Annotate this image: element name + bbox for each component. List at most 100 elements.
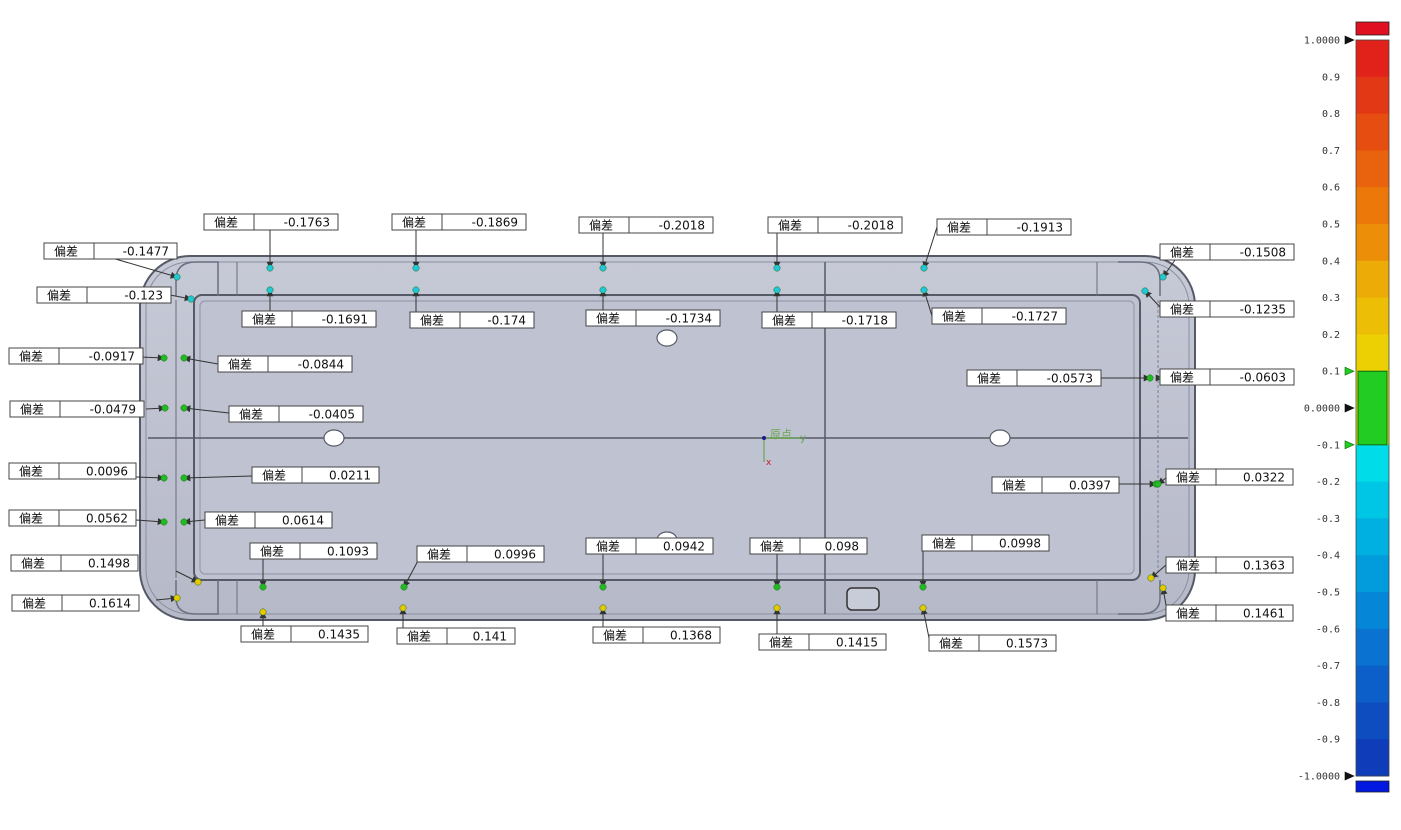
measurement-point: [180, 518, 188, 526]
colorbar-segment: [1356, 628, 1389, 667]
callout-label: 偏差: [596, 311, 620, 326]
colorbar-segment: [1356, 592, 1389, 630]
callout-value: 0.0322: [1243, 471, 1285, 485]
part-outer-rim: [145, 261, 1190, 615]
deviation-callout: 偏差-0.1869: [391, 213, 527, 231]
measurement-point: [412, 264, 420, 272]
callout-box: [592, 626, 721, 644]
callout-box: [241, 310, 377, 328]
callout-box: [991, 476, 1120, 494]
deviation-callout: 偏差-0.0479: [9, 400, 145, 418]
deviation-callout: 偏差 -0.1734: [585, 309, 721, 327]
callout-box: [416, 545, 545, 563]
callout-label: 偏差: [252, 312, 276, 327]
leader-line: [1162, 259, 1176, 278]
measurement-point: [1159, 273, 1167, 281]
measurement-point: [1159, 584, 1167, 592]
callout-value: -0.1763: [284, 216, 330, 230]
callout-value: 0.0942: [663, 540, 705, 554]
colorbar-tick-label: 0.1: [1322, 367, 1340, 378]
callout-box: [749, 537, 868, 555]
callout-label: 偏差: [20, 402, 44, 417]
colorbar-marker-arrow: [1344, 440, 1355, 450]
callout-box: [391, 213, 527, 231]
callout-box: [43, 242, 178, 260]
callout-label: 偏差: [19, 349, 43, 364]
deviation-callout: 偏差-0.174: [409, 311, 535, 329]
leader-lines: [111, 226, 1176, 644]
callout-label: 偏差: [260, 544, 284, 559]
leader-line: [183, 405, 230, 414]
colorbar-tick-label: -0.4: [1316, 551, 1340, 562]
callout-label: 偏差: [603, 628, 627, 643]
callout-box: [11, 594, 140, 612]
callout-label: 偏差: [939, 636, 963, 651]
callout-box: [966, 369, 1102, 387]
measurement-point: [173, 594, 181, 602]
colorbar-segment: [1356, 481, 1389, 519]
callout-box: [204, 511, 333, 529]
colorbar-tick-label: -0.3: [1316, 514, 1340, 525]
callout-label: 偏差: [1002, 478, 1026, 493]
measurement-point: [160, 354, 168, 362]
callout-value: 0.1435: [318, 628, 360, 642]
callout-value: -0.0405: [309, 408, 355, 422]
deviation-callout: 偏差-0.0405: [228, 405, 364, 423]
axis-x-label: x: [766, 458, 772, 468]
leader-line: [155, 595, 178, 603]
leader-line: [183, 474, 253, 482]
callout-box: [578, 216, 714, 234]
callout-box: [767, 216, 903, 234]
corner-bracket-top-right: [1118, 261, 1161, 296]
tolerance-band: [1357, 370, 1388, 446]
colorbar-tick-label: -0.5: [1316, 588, 1340, 599]
deviation-callout: 偏差-0.1727: [931, 307, 1067, 325]
callout-box: [8, 509, 137, 527]
callout-box: [9, 400, 145, 418]
colorbar-tick-label: -0.2: [1316, 477, 1340, 488]
measurement-point: [1141, 287, 1149, 295]
deviation-callout: 偏差-0.2018: [767, 216, 903, 234]
colorbar-segment: [1356, 665, 1389, 703]
colorbar-tick-label: -0.9: [1316, 735, 1340, 746]
callout-box: [217, 355, 353, 373]
colorbar-marker-arrow: [1344, 35, 1355, 45]
deviation-callout: 偏差-0.0917: [8, 347, 144, 365]
colorbar-tick-label: 0.5: [1322, 220, 1340, 231]
leader-line: [183, 517, 206, 525]
callout-box: [1165, 604, 1294, 622]
callout-value: -0.1869: [472, 216, 518, 230]
callout-value: -0.1734: [666, 312, 712, 326]
callout-box: [240, 625, 369, 643]
callout-box: [228, 405, 364, 423]
deviation-callout: 偏差 0.1435: [240, 625, 369, 643]
callout-value: -0.0603: [1240, 371, 1286, 385]
callout-box: [409, 311, 535, 329]
callout-value: 0.1461: [1243, 607, 1285, 621]
deviation-callout: 偏差-0.123: [36, 286, 172, 304]
colorbar-segment: [1356, 555, 1389, 593]
callout-value: 0.0397: [1069, 479, 1111, 493]
callout-label: 偏差: [251, 627, 275, 642]
callout-box: [936, 218, 1072, 236]
colorbar-tick-label: -0.1: [1316, 440, 1340, 451]
deviation-callout: 偏差-0.2018: [578, 216, 714, 234]
measurement-point: [920, 286, 928, 294]
origin-label: 原点: [770, 428, 792, 441]
colorbar-tick-label: 0.3: [1322, 293, 1340, 304]
measurement-point: [412, 286, 420, 294]
deviation-callout: 偏差-0.0603: [1159, 368, 1295, 386]
callout-value: -0.2018: [848, 219, 894, 233]
callout-box: [1159, 300, 1295, 318]
